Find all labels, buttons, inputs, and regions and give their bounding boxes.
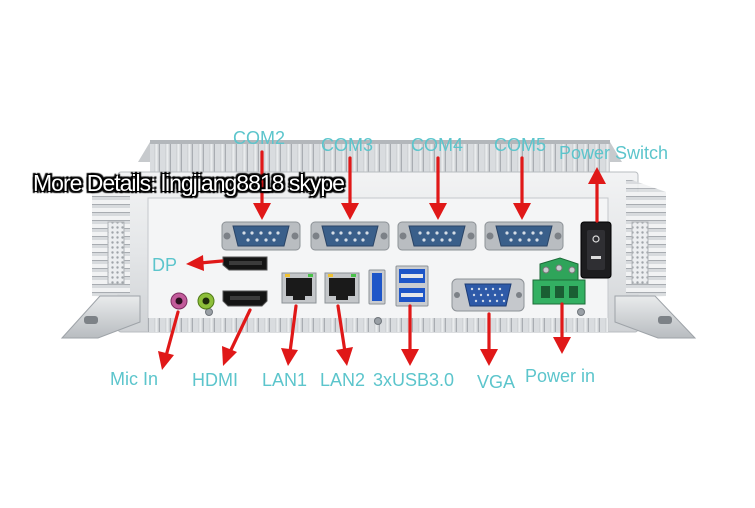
arrow-com2 [253, 150, 271, 220]
lan2-port [324, 272, 360, 304]
lan-ports [281, 272, 360, 304]
callout-arrows [158, 150, 606, 370]
arrow-dp [186, 255, 224, 271]
label-dp: DP [152, 255, 178, 275]
lan1-port [281, 272, 317, 304]
mounting-feet [60, 295, 697, 339]
arrow-usb [401, 304, 419, 366]
label-usb: 3xUSB3.0 [373, 370, 455, 390]
vga-port [451, 278, 525, 312]
label-hdmi: HDMI [192, 370, 238, 390]
power-switch-hardware [580, 221, 612, 279]
arrow-com4 [429, 156, 447, 220]
watermark-text: More Details: lingjiang8818 skype [33, 170, 345, 196]
label-lan2: LAN2 [320, 370, 366, 390]
dp-port [222, 256, 268, 271]
hdmi-port [222, 290, 268, 307]
arrow-vga [480, 312, 498, 366]
label-power-switch: Power Switch [559, 143, 669, 163]
com-ports [221, 221, 564, 251]
label-vga: VGA [477, 372, 516, 392]
label-com3: COM3 [321, 135, 374, 155]
label-lan1: LAN1 [262, 370, 308, 390]
com5-port [484, 221, 564, 251]
com3-port [310, 221, 390, 251]
arrow-power-in [553, 302, 571, 354]
label-com4: COM4 [411, 135, 464, 155]
arrow-com5 [513, 156, 531, 220]
panel-screws [205, 308, 585, 325]
label-power-in: Power in [525, 366, 596, 386]
label-com5: COM5 [494, 135, 547, 155]
power-in-terminal [532, 257, 586, 305]
com4-port [397, 221, 477, 251]
usb3-ports [368, 265, 429, 307]
arrow-hdmi [222, 308, 252, 366]
arrow-lan2 [336, 304, 353, 366]
arrow-mic-in [158, 310, 180, 370]
arrow-lan1 [281, 304, 298, 366]
com2-port [221, 221, 301, 251]
label-mic-in: Mic In [110, 369, 159, 389]
arrow-power-switch [588, 167, 606, 223]
label-com2: COM2 [233, 128, 286, 148]
audio-jacks [170, 292, 215, 310]
arrow-com3 [341, 156, 359, 220]
